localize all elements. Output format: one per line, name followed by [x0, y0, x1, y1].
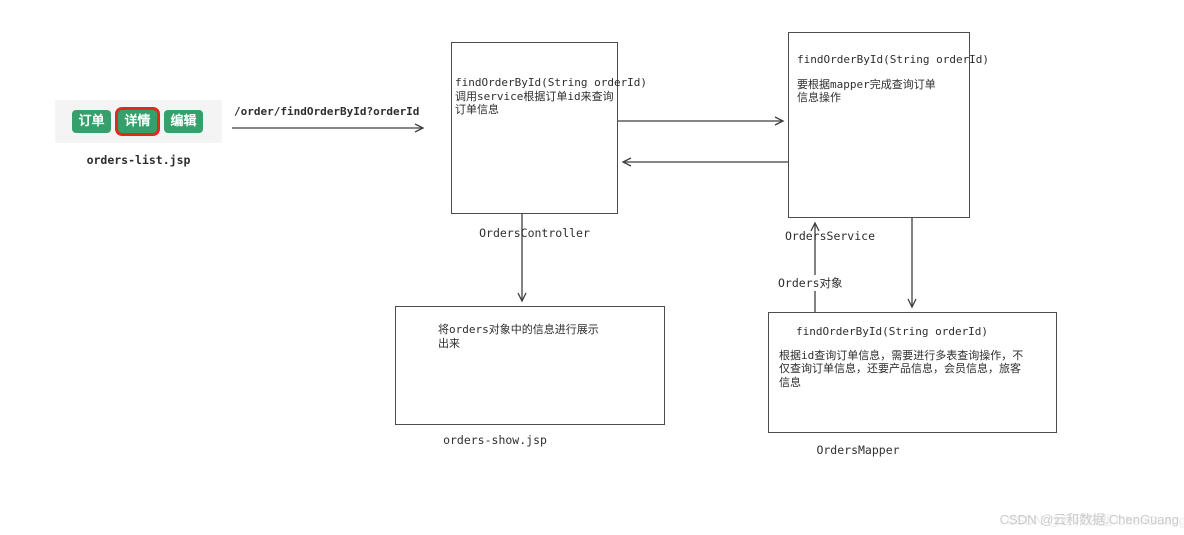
orders-mapper-caption: OrdersMapper — [816, 443, 900, 457]
orders-service-box: findOrderById(String orderId) 要根据mapper完… — [788, 32, 990, 218]
mapper-note-line2: 仅查询订单信息，还要产品信息，会员信息，旅客 — [779, 362, 1021, 375]
csdn-watermark: CSDN @云和数据.ChenGuang — [999, 512, 1179, 527]
controller-note-line1: 调用service根据订单id来查询 — [455, 89, 614, 103]
orders-controller-caption: OrdersController — [479, 226, 590, 240]
edit-button[interactable]: 编辑 — [164, 110, 203, 133]
orders-list-jsp-caption: orders-list.jsp — [86, 153, 191, 167]
controller-signature: findOrderById(String orderId) — [455, 76, 648, 89]
service-signature: findOrderById(String orderId) — [797, 53, 990, 66]
orders-service-caption: OrdersService — [784, 229, 875, 243]
request-url-label: /order/findOrderById?orderId — [234, 105, 420, 118]
service-note-line1: 要根据mapper完成查询订单 — [797, 77, 936, 91]
detail-button[interactable]: 详情 — [118, 110, 157, 133]
mapper-note-line3: 信息 — [779, 375, 801, 389]
controller-note-line2: 订单信息 — [455, 103, 499, 116]
service-note-line2: 信息操作 — [797, 91, 841, 104]
show-jsp-line1: 将orders对象中的信息进行展示 — [438, 323, 599, 336]
orders-show-box: 将orders对象中的信息进行展示 出来 — [395, 306, 665, 425]
order-button[interactable]: 订单 — [72, 110, 111, 133]
orders-show-jsp-caption: orders-show.jsp — [443, 433, 547, 447]
mapper-note-line1: 根据id查询订单信息，需要进行多表查询操作，不 — [779, 348, 1024, 362]
orders-mapper-box: findOrderById(String orderId) 根据id查询订单信息… — [768, 312, 1057, 433]
mapper-signature: findOrderById(String orderId) — [796, 325, 989, 338]
orders-object-label: Orders对象 — [778, 275, 843, 291]
orders-controller-box: findOrderById(String orderId) 调用service根… — [451, 42, 648, 214]
orders-list-panel: 订单 详情 编辑 — [55, 100, 222, 143]
show-jsp-line2: 出来 — [438, 336, 460, 350]
